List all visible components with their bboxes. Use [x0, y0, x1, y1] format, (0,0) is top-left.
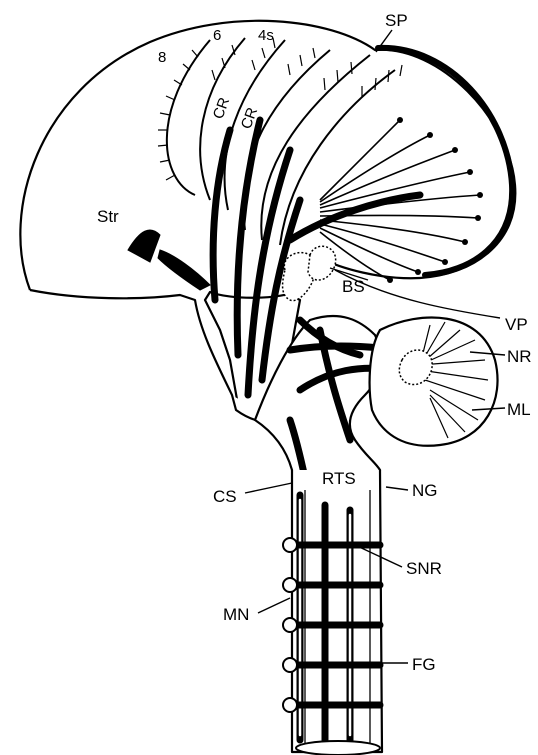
- label-ml: ML: [507, 400, 531, 419]
- label-ng: NG: [412, 481, 438, 500]
- label-area-8: 8: [158, 49, 166, 66]
- label-vp: VP: [505, 315, 528, 334]
- spinal-cord: [292, 470, 382, 752]
- cerebellum-outline: [370, 318, 498, 446]
- label-fg: FG: [412, 655, 436, 674]
- spinal-cord-section: [296, 741, 380, 755]
- label-mn: MN: [223, 605, 249, 624]
- label-snr: SNR: [406, 559, 442, 578]
- label-nr: NR: [507, 347, 532, 366]
- label-area-6: 6: [213, 27, 221, 44]
- label-rts: RTS: [322, 469, 356, 488]
- label-cs: CS: [213, 487, 237, 506]
- label-str: Str: [97, 207, 119, 226]
- label-bs: BS: [342, 277, 365, 296]
- label-area-4s: 4s: [258, 27, 274, 44]
- label-sp: SP: [385, 11, 408, 30]
